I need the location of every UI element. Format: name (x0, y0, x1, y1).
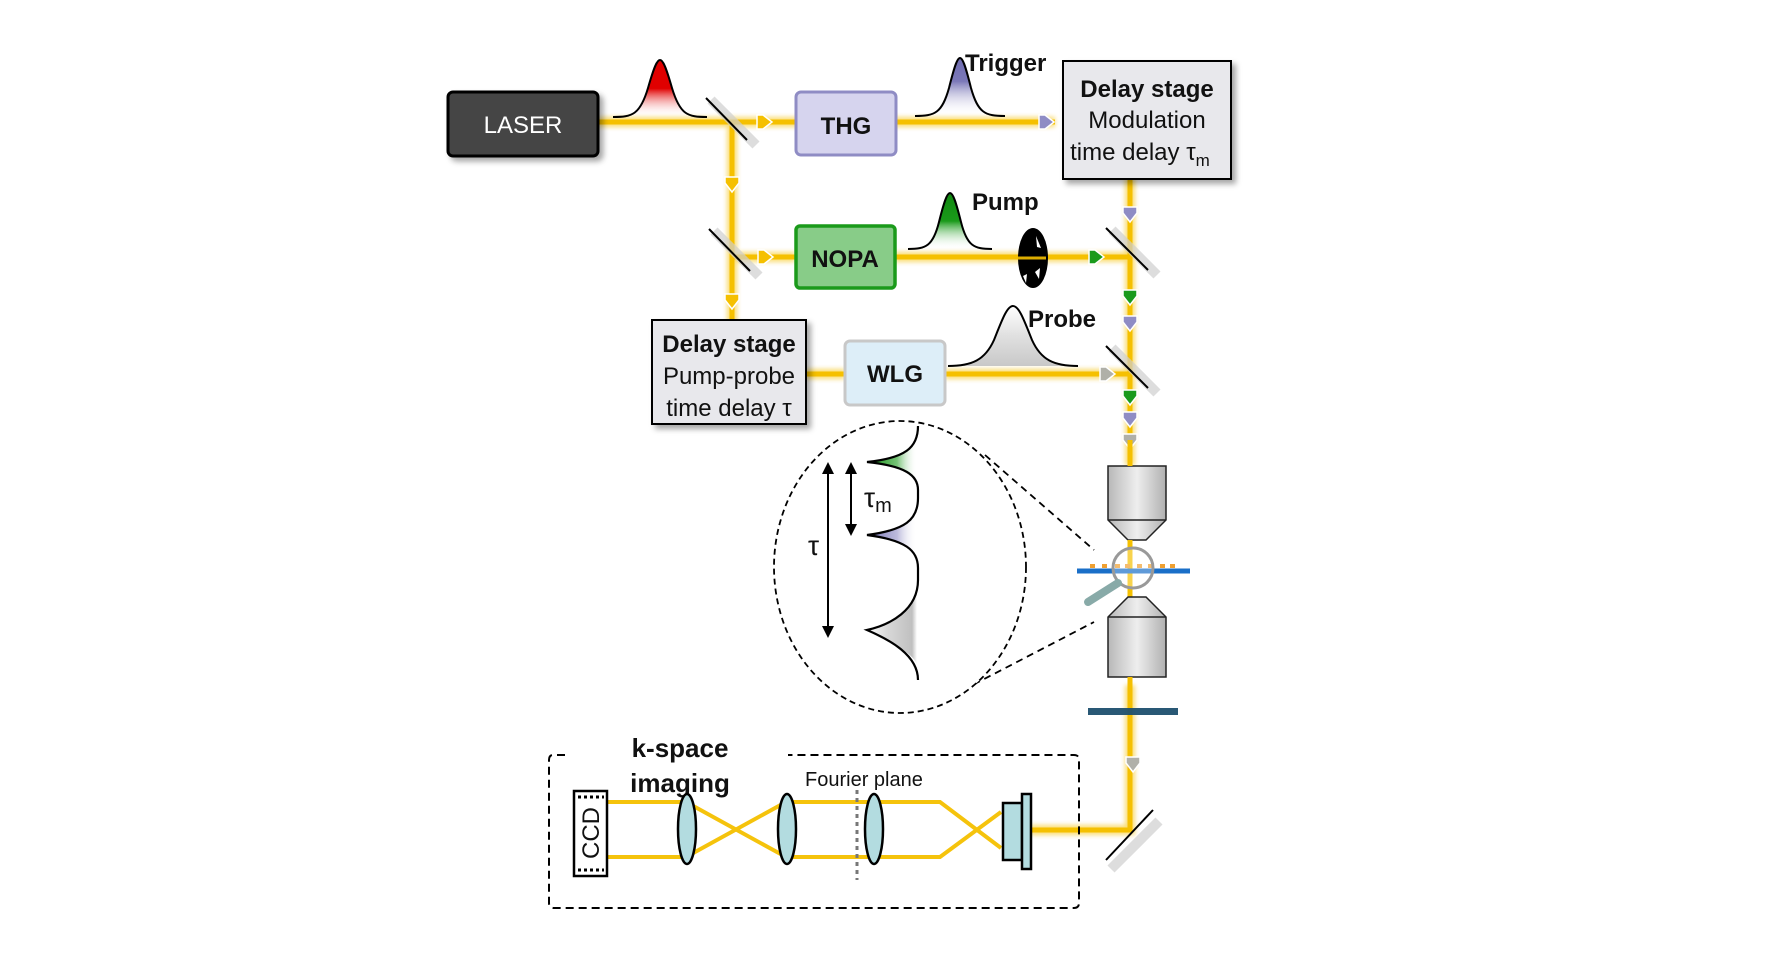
chopper-wheel-icon (1018, 228, 1048, 288)
pulse-pump: Pump (907, 189, 1039, 250)
lens-1 (676, 792, 698, 866)
arrow-right-probe (1099, 366, 1117, 382)
nopa-box: NOPA (794, 224, 897, 290)
arrow-down-yellow (724, 293, 740, 311)
delay-modulation-line1: Modulation (1088, 107, 1205, 134)
thg-label: THG (821, 113, 872, 140)
delay-modulation-subscript: m (1196, 151, 1210, 170)
ccd-camera-icon: CCD (572, 789, 609, 878)
thg-box: THG (794, 90, 898, 157)
pulse-timing-inset: τ τm (773, 420, 1095, 714)
pulse-probe: Probe (947, 304, 1096, 367)
probe-label: Probe (1028, 306, 1096, 333)
delay-modulation-line2: time delay τ (1070, 139, 1196, 166)
objective-top (1107, 440, 1167, 541)
inset-tau-label: τ (808, 530, 819, 561)
arrow-right-pump (1088, 249, 1106, 265)
lens-2 (776, 792, 798, 866)
arrow-down-trigger (1122, 411, 1138, 429)
dichroic-mirror-pump (1105, 226, 1161, 279)
magnifier-icon (1084, 546, 1155, 606)
delay-stage-pumpprobe: Delay stage Pump-probe time delay τ (651, 319, 807, 425)
svg-text:time delay τm: time delay τm (1070, 139, 1210, 170)
arrow-right-yellow (756, 114, 774, 130)
laser-label: LASER (484, 112, 563, 139)
arrow-right-trigger (1038, 114, 1056, 130)
wlg-box: WLG (843, 339, 947, 407)
beamsplitter-2 (708, 227, 763, 280)
beam-direction-arrows (724, 114, 1141, 774)
delay-pumpprobe-title: Delay stage (662, 331, 795, 358)
ccd-label: CCD (578, 807, 605, 859)
inset-taum-subscript: m (875, 495, 892, 517)
lens-3 (863, 792, 885, 866)
arrow-down-probe (1125, 756, 1141, 774)
beamsplitter-1 (705, 96, 760, 149)
delay-modulation-title: Delay stage (1080, 76, 1213, 103)
beam-to-kspace (1022, 685, 1133, 833)
delay-pumpprobe-line2: time delay τ (666, 395, 792, 422)
nopa-label: NOPA (811, 246, 879, 273)
kspace-imaging-box: k-space imaging Fourier plane CCD (548, 733, 1080, 909)
arrow-down-pump (1122, 289, 1138, 307)
filter (1088, 677, 1178, 715)
pump-label: Pump (972, 189, 1039, 216)
objective-bottom (1107, 596, 1167, 678)
pulse-trigger: Trigger (914, 50, 1046, 117)
tube-lens (1001, 792, 1033, 871)
fourier-plane-label: Fourier plane (805, 769, 923, 791)
pulse-fundamental (612, 58, 708, 118)
laser-source: LASER (446, 90, 600, 158)
arrow-right-yellow (757, 249, 775, 265)
svg-text:τm: τm (864, 482, 892, 517)
dichroic-mirror-probe (1105, 344, 1161, 397)
arrow-down-trigger (1122, 315, 1138, 333)
inset-taum-label: τ (864, 482, 875, 513)
kspace-title-line1: k-space (632, 733, 729, 763)
arrow-down-pump (1122, 389, 1138, 407)
kspace-title-line2: imaging (630, 768, 730, 798)
mirror-bottom (1105, 809, 1163, 873)
trigger-label: Trigger (965, 50, 1046, 77)
arrow-down-yellow (724, 176, 740, 194)
delay-stage-modulation: Delay stage Modulation time delay τm (1062, 60, 1232, 180)
arrow-down-trigger (1122, 206, 1138, 224)
wlg-label: WLG (867, 361, 923, 388)
delay-pumpprobe-line1: Pump-probe (663, 363, 795, 390)
